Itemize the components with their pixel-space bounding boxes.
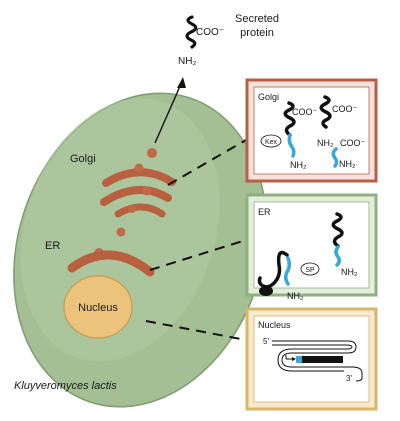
- er-signal-left: [283, 256, 292, 286]
- golgi-protein-right-top: [319, 95, 332, 129]
- golgi-panel-title: Golgi: [258, 92, 279, 102]
- er-label: ER: [45, 240, 60, 252]
- species-label: Kluyveromyces lactis: [14, 380, 117, 392]
- er-signal-right: [334, 245, 342, 267]
- golgi-nh2-right-top: NH₂: [317, 138, 334, 148]
- signal-sequence-segment: [296, 356, 302, 363]
- golgi-cooh-right-bottom: COO⁻: [340, 138, 366, 148]
- vesicle: [147, 148, 157, 158]
- sp-label: SP: [305, 267, 315, 274]
- cooh-label: COO⁻: [196, 27, 224, 38]
- er-panel: ER SP NH₂ NH₂: [245, 193, 378, 301]
- er-protein-fold: [259, 286, 273, 296]
- nucleus-panel: Nucleus 5' 3': [245, 307, 378, 411]
- secreted-title-1: Secreted: [235, 13, 279, 25]
- golgi-panel: Golgi COO⁻ Kex NH₂ COO⁻ NH₂ COO⁻ NH₂: [245, 78, 378, 183]
- nh2-label: NH₂: [178, 56, 196, 67]
- vesicle: [134, 163, 144, 173]
- nucleus: [63, 275, 133, 339]
- five-prime-label: 5': [263, 337, 269, 346]
- secreted-title-2: protein: [240, 27, 274, 39]
- golgi-nh2-right-bottom: NH₂: [339, 159, 356, 169]
- dna-strand-complement: [272, 344, 353, 372]
- connector-lines: [145, 139, 247, 341]
- gene-segment: [302, 356, 343, 363]
- golgi-signal-left: [287, 133, 296, 158]
- golgi-signal-fragment: [331, 147, 339, 168]
- protein-chain: [185, 15, 198, 49]
- endoplasmic-reticulum: [67, 248, 155, 277]
- kex-protease: [260, 134, 282, 148]
- signal-peptidase: [300, 262, 320, 276]
- secretion-arrow: [154, 77, 186, 144]
- vesicle: [116, 227, 126, 237]
- golgi-nh2-left: NH₂: [290, 160, 307, 170]
- nucleus-label: Nucleus: [78, 302, 118, 314]
- nucleus-panel-title: Nucleus: [258, 320, 291, 330]
- er-membrane: [67, 250, 155, 277]
- golgi-label: Golgi: [70, 153, 96, 165]
- er-protein-right: [331, 212, 344, 248]
- dna-strand: [272, 340, 363, 382]
- golgi-cooh-left: COO⁻: [292, 107, 318, 117]
- golgi-cisterna-3: [114, 203, 166, 218]
- vesicle: [142, 186, 152, 196]
- secreted-protein: COO⁻ NH₂ Secreted protein: [178, 13, 279, 67]
- golgi-connector: [167, 139, 247, 186]
- vesicle: [128, 205, 136, 213]
- golgi-panel-inner: [253, 86, 370, 175]
- kex-label: Kex: [265, 139, 278, 146]
- golgi-cooh-right-top: COO⁻: [332, 104, 358, 114]
- golgi-apparatus: [100, 148, 176, 237]
- er-nh2-left: NH₂: [287, 291, 304, 301]
- er-panel-title: ER: [258, 207, 271, 217]
- er-nh2-right: NH₂: [341, 267, 358, 277]
- golgi-cisterna-2: [100, 185, 172, 206]
- promoter-arrow-head: [292, 357, 296, 361]
- er-protein-left: [257, 250, 289, 289]
- golgi-protein-left: [283, 101, 296, 137]
- three-prime-label: 3': [346, 374, 352, 383]
